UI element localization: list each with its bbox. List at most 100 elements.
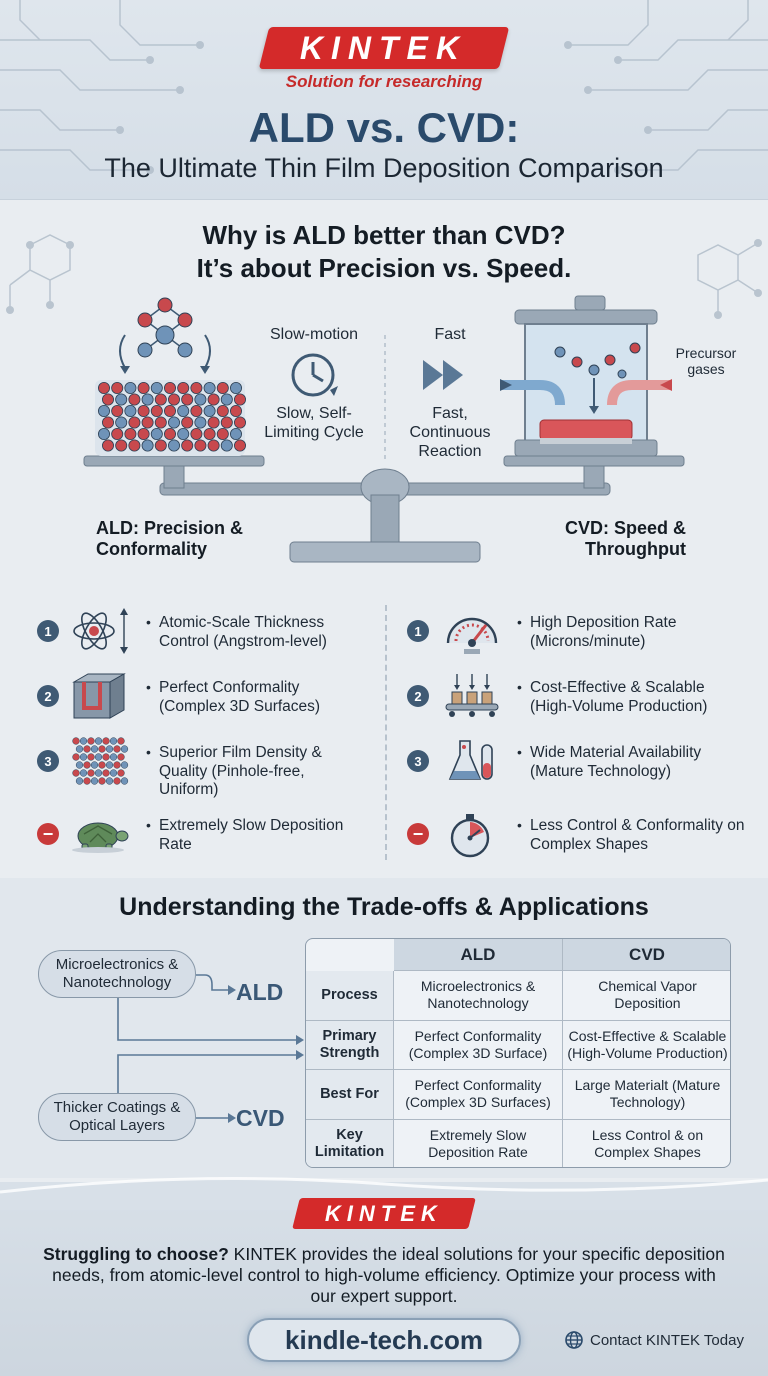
atom — [154, 393, 167, 406]
atom — [115, 416, 128, 429]
atom — [167, 439, 180, 452]
tradeoffs-title: Understanding the Trade-offs & Applicati… — [119, 893, 649, 921]
atom — [98, 405, 111, 418]
clock-icon — [291, 353, 338, 397]
atom — [207, 393, 220, 406]
atom — [181, 416, 194, 429]
atom — [124, 382, 137, 395]
atom — [115, 439, 128, 452]
cvd-flow-label: CVD — [236, 1105, 285, 1131]
atom — [216, 405, 229, 418]
footer-lead: Struggling to choose? — [43, 1244, 229, 1264]
atom — [177, 382, 190, 395]
table-row-header: Best For — [306, 1070, 394, 1120]
feature-text: Extremely Slow Deposition Rate — [159, 817, 344, 853]
atom — [111, 427, 124, 440]
feature-text: Cost-Effective & Scalable (High-Volume P… — [530, 679, 708, 715]
feature-marker: 2 — [37, 685, 59, 707]
atom — [216, 382, 229, 395]
atom — [194, 393, 207, 406]
atom — [141, 393, 154, 406]
feature-marker: 3 — [407, 750, 429, 772]
kintek-logo: KINTEK — [258, 27, 510, 69]
footer-message: Struggling to choose? KINTEK provides th… — [40, 1244, 728, 1307]
ald-application-pill: Microelectronics & Nanotechnology — [38, 950, 196, 998]
atom — [163, 382, 176, 395]
contact-link[interactable]: Contact KINTEK Today — [564, 1330, 754, 1350]
atom — [124, 405, 137, 418]
question-line-1: Why is ALD better than CVD? — [202, 220, 566, 250]
bullet-point: • — [517, 817, 522, 833]
footer-wave — [0, 1177, 768, 1210]
footer-body: KINTEK provides the ideal solutions for … — [52, 1244, 725, 1306]
atom — [203, 405, 216, 418]
bullet-point: • — [517, 744, 522, 760]
cvd-side-label: CVD: Speed & Throughput — [564, 518, 686, 559]
atom — [190, 427, 203, 440]
atom — [194, 439, 207, 452]
question-line-2: It’s about Precision vs. Speed. — [196, 253, 572, 283]
atom — [154, 416, 167, 429]
table-cell: Chemical Vapor Deposition — [563, 971, 730, 1021]
turtle-icon — [72, 822, 129, 853]
website-link[interactable]: kindle-tech.com — [247, 1318, 521, 1362]
stopwatch-icon — [450, 814, 490, 858]
feature-marker: − — [407, 823, 429, 845]
atom — [111, 405, 124, 418]
atom — [233, 393, 246, 406]
atom — [207, 439, 220, 452]
atom — [98, 382, 111, 395]
table-cell: Perfect Conformality (Complex 3D Surface… — [394, 1020, 563, 1070]
page-subtitle: The Ultimate Thin Film Deposition Compar… — [104, 153, 664, 183]
atom — [229, 382, 242, 395]
atom — [220, 416, 233, 429]
atom — [102, 439, 115, 452]
contact-label: Contact KINTEK Today — [590, 1331, 744, 1349]
atom — [163, 405, 176, 418]
table-row-header: Key Limitation — [306, 1119, 394, 1167]
atom-icon — [73, 608, 128, 654]
feature-text: Wide Material Availability (Mature Techn… — [530, 744, 702, 780]
atom — [137, 405, 150, 418]
footer-kintek-logo: KINTEK — [292, 1198, 476, 1229]
atom — [150, 427, 163, 440]
table-cell: Large Materialt (Mature Technology) — [563, 1070, 730, 1120]
section-question: Why is ALD better than CVD? It’s about P… — [0, 219, 768, 285]
table-row-header: Process — [306, 971, 394, 1021]
atom — [137, 382, 150, 395]
molecule-right-icon — [697, 239, 762, 319]
atom — [220, 439, 233, 452]
cvd-application-pill: Thicker Coatings & Optical Layers — [38, 1093, 196, 1141]
page-title: ALD vs. CVD: — [248, 104, 520, 151]
table-cell: Perfect Conformality (Complex 3D Surface… — [394, 1070, 563, 1120]
table-cell: Microelectronics & Nanotechnology — [394, 971, 563, 1021]
conveyor-icon — [445, 674, 499, 717]
lattice-icon — [72, 737, 129, 785]
atom — [229, 405, 242, 418]
feature-marker: 2 — [407, 685, 429, 707]
atom — [128, 393, 141, 406]
atom — [124, 427, 137, 440]
circuit-pattern-right-icon — [564, 0, 768, 174]
atom — [233, 439, 246, 452]
atom — [128, 416, 141, 429]
table-row-header: Primary Strength — [306, 1020, 394, 1070]
feature-text: High Deposition Rate (Microns/minute) — [530, 614, 677, 650]
table-cell: Cost-Effective & Scalable (High-Volume P… — [563, 1021, 730, 1070]
cvd-mode-label: Fast — [434, 326, 466, 343]
circuit-pattern-left-icon — [0, 0, 204, 174]
bullet-point: • — [517, 679, 522, 695]
ald-mode-label: Slow-motion — [269, 326, 359, 343]
feature-text: Perfect Conformality (Complex 3D Surface… — [159, 679, 321, 715]
balance-scale-illustration — [83, 295, 685, 563]
atom — [190, 405, 203, 418]
atom — [233, 416, 246, 429]
atom — [203, 427, 216, 440]
ald-cycle-label: Slow, Self-Limiting Cycle — [264, 405, 364, 441]
bullet-point: • — [146, 679, 151, 695]
logo-tagline: Solution for researching — [285, 72, 483, 91]
atom — [102, 393, 115, 406]
fast-forward-icon — [423, 360, 463, 390]
